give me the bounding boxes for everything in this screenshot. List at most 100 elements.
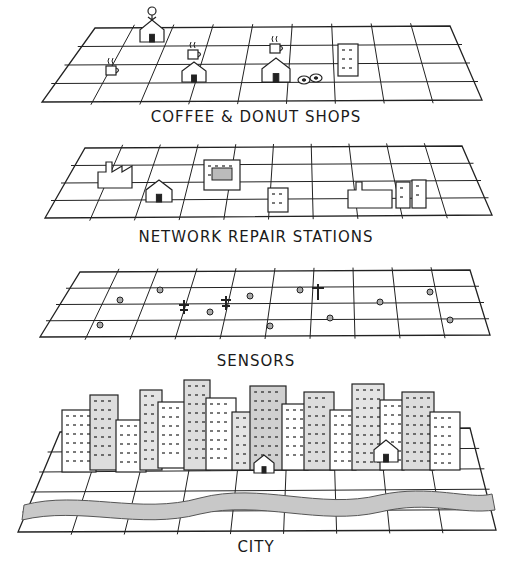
sensor-dot <box>117 297 123 303</box>
window <box>210 403 213 404</box>
window <box>188 412 191 413</box>
window <box>162 452 165 453</box>
window <box>188 457 191 458</box>
door <box>156 194 161 202</box>
window <box>427 406 430 407</box>
window <box>434 444 437 445</box>
window <box>356 425 359 426</box>
steam <box>190 42 195 48</box>
grid-line <box>431 267 445 338</box>
coffee-cup <box>270 44 280 53</box>
window <box>293 436 296 437</box>
layer-outline <box>42 26 482 102</box>
window <box>448 444 451 445</box>
window <box>144 395 147 396</box>
window <box>448 453 451 454</box>
layer-label: SENSORS <box>0 352 512 370</box>
window <box>151 413 154 414</box>
window <box>202 421 205 422</box>
window <box>236 444 239 445</box>
window <box>101 400 104 401</box>
window <box>80 424 83 425</box>
window <box>224 412 227 413</box>
house-icon <box>254 455 274 473</box>
window <box>363 443 366 444</box>
window <box>275 427 278 428</box>
window <box>210 421 213 422</box>
window <box>127 425 130 426</box>
window <box>176 416 179 417</box>
window <box>66 415 69 416</box>
window <box>434 417 437 418</box>
window <box>202 385 205 386</box>
window <box>268 418 271 419</box>
window <box>275 454 278 455</box>
coffee-cup <box>188 50 198 59</box>
window <box>348 415 351 416</box>
window <box>315 424 318 425</box>
window <box>348 451 351 452</box>
window <box>73 451 76 452</box>
window <box>94 436 97 437</box>
building-icon <box>268 188 288 212</box>
window <box>384 405 387 406</box>
sensor-dot <box>297 287 303 293</box>
building-icon <box>204 160 240 190</box>
window <box>101 445 104 446</box>
window <box>363 416 366 417</box>
sensor-dot <box>267 323 273 329</box>
window <box>441 435 444 436</box>
window <box>370 389 373 390</box>
grid-line <box>265 268 275 339</box>
window <box>195 430 198 431</box>
grid-line <box>85 269 119 340</box>
grid-line <box>311 144 313 219</box>
grid-line <box>175 268 197 339</box>
grid-line <box>424 143 447 218</box>
window <box>356 407 359 408</box>
window <box>120 425 123 426</box>
steam <box>108 58 113 64</box>
window <box>315 451 318 452</box>
window <box>334 442 337 443</box>
window <box>398 414 401 415</box>
building-icon <box>412 180 426 208</box>
window <box>144 449 147 450</box>
door <box>384 454 389 462</box>
window <box>202 448 205 449</box>
house-icon <box>374 440 398 462</box>
window <box>144 413 147 414</box>
window <box>217 403 220 404</box>
grid-line <box>179 144 198 220</box>
window <box>210 457 213 458</box>
house-icon <box>140 20 164 42</box>
window <box>413 442 416 443</box>
window <box>300 418 303 419</box>
grid-line <box>353 268 355 339</box>
window <box>188 439 191 440</box>
window <box>195 439 198 440</box>
window <box>441 462 444 463</box>
grid-line <box>411 23 434 103</box>
window <box>254 400 257 401</box>
window <box>370 443 373 444</box>
window <box>188 403 191 404</box>
window <box>334 460 337 461</box>
window <box>300 427 303 428</box>
window <box>66 433 69 434</box>
window <box>308 424 311 425</box>
window <box>73 433 76 434</box>
window <box>315 415 318 416</box>
window <box>210 448 213 449</box>
window <box>322 415 325 416</box>
window <box>151 440 154 441</box>
window <box>236 426 239 427</box>
window <box>254 445 257 446</box>
window <box>275 436 278 437</box>
window <box>348 442 351 443</box>
sensor-mast <box>221 296 231 310</box>
grid-line <box>332 24 336 104</box>
window <box>210 430 213 431</box>
window <box>101 409 104 410</box>
window <box>144 431 147 432</box>
